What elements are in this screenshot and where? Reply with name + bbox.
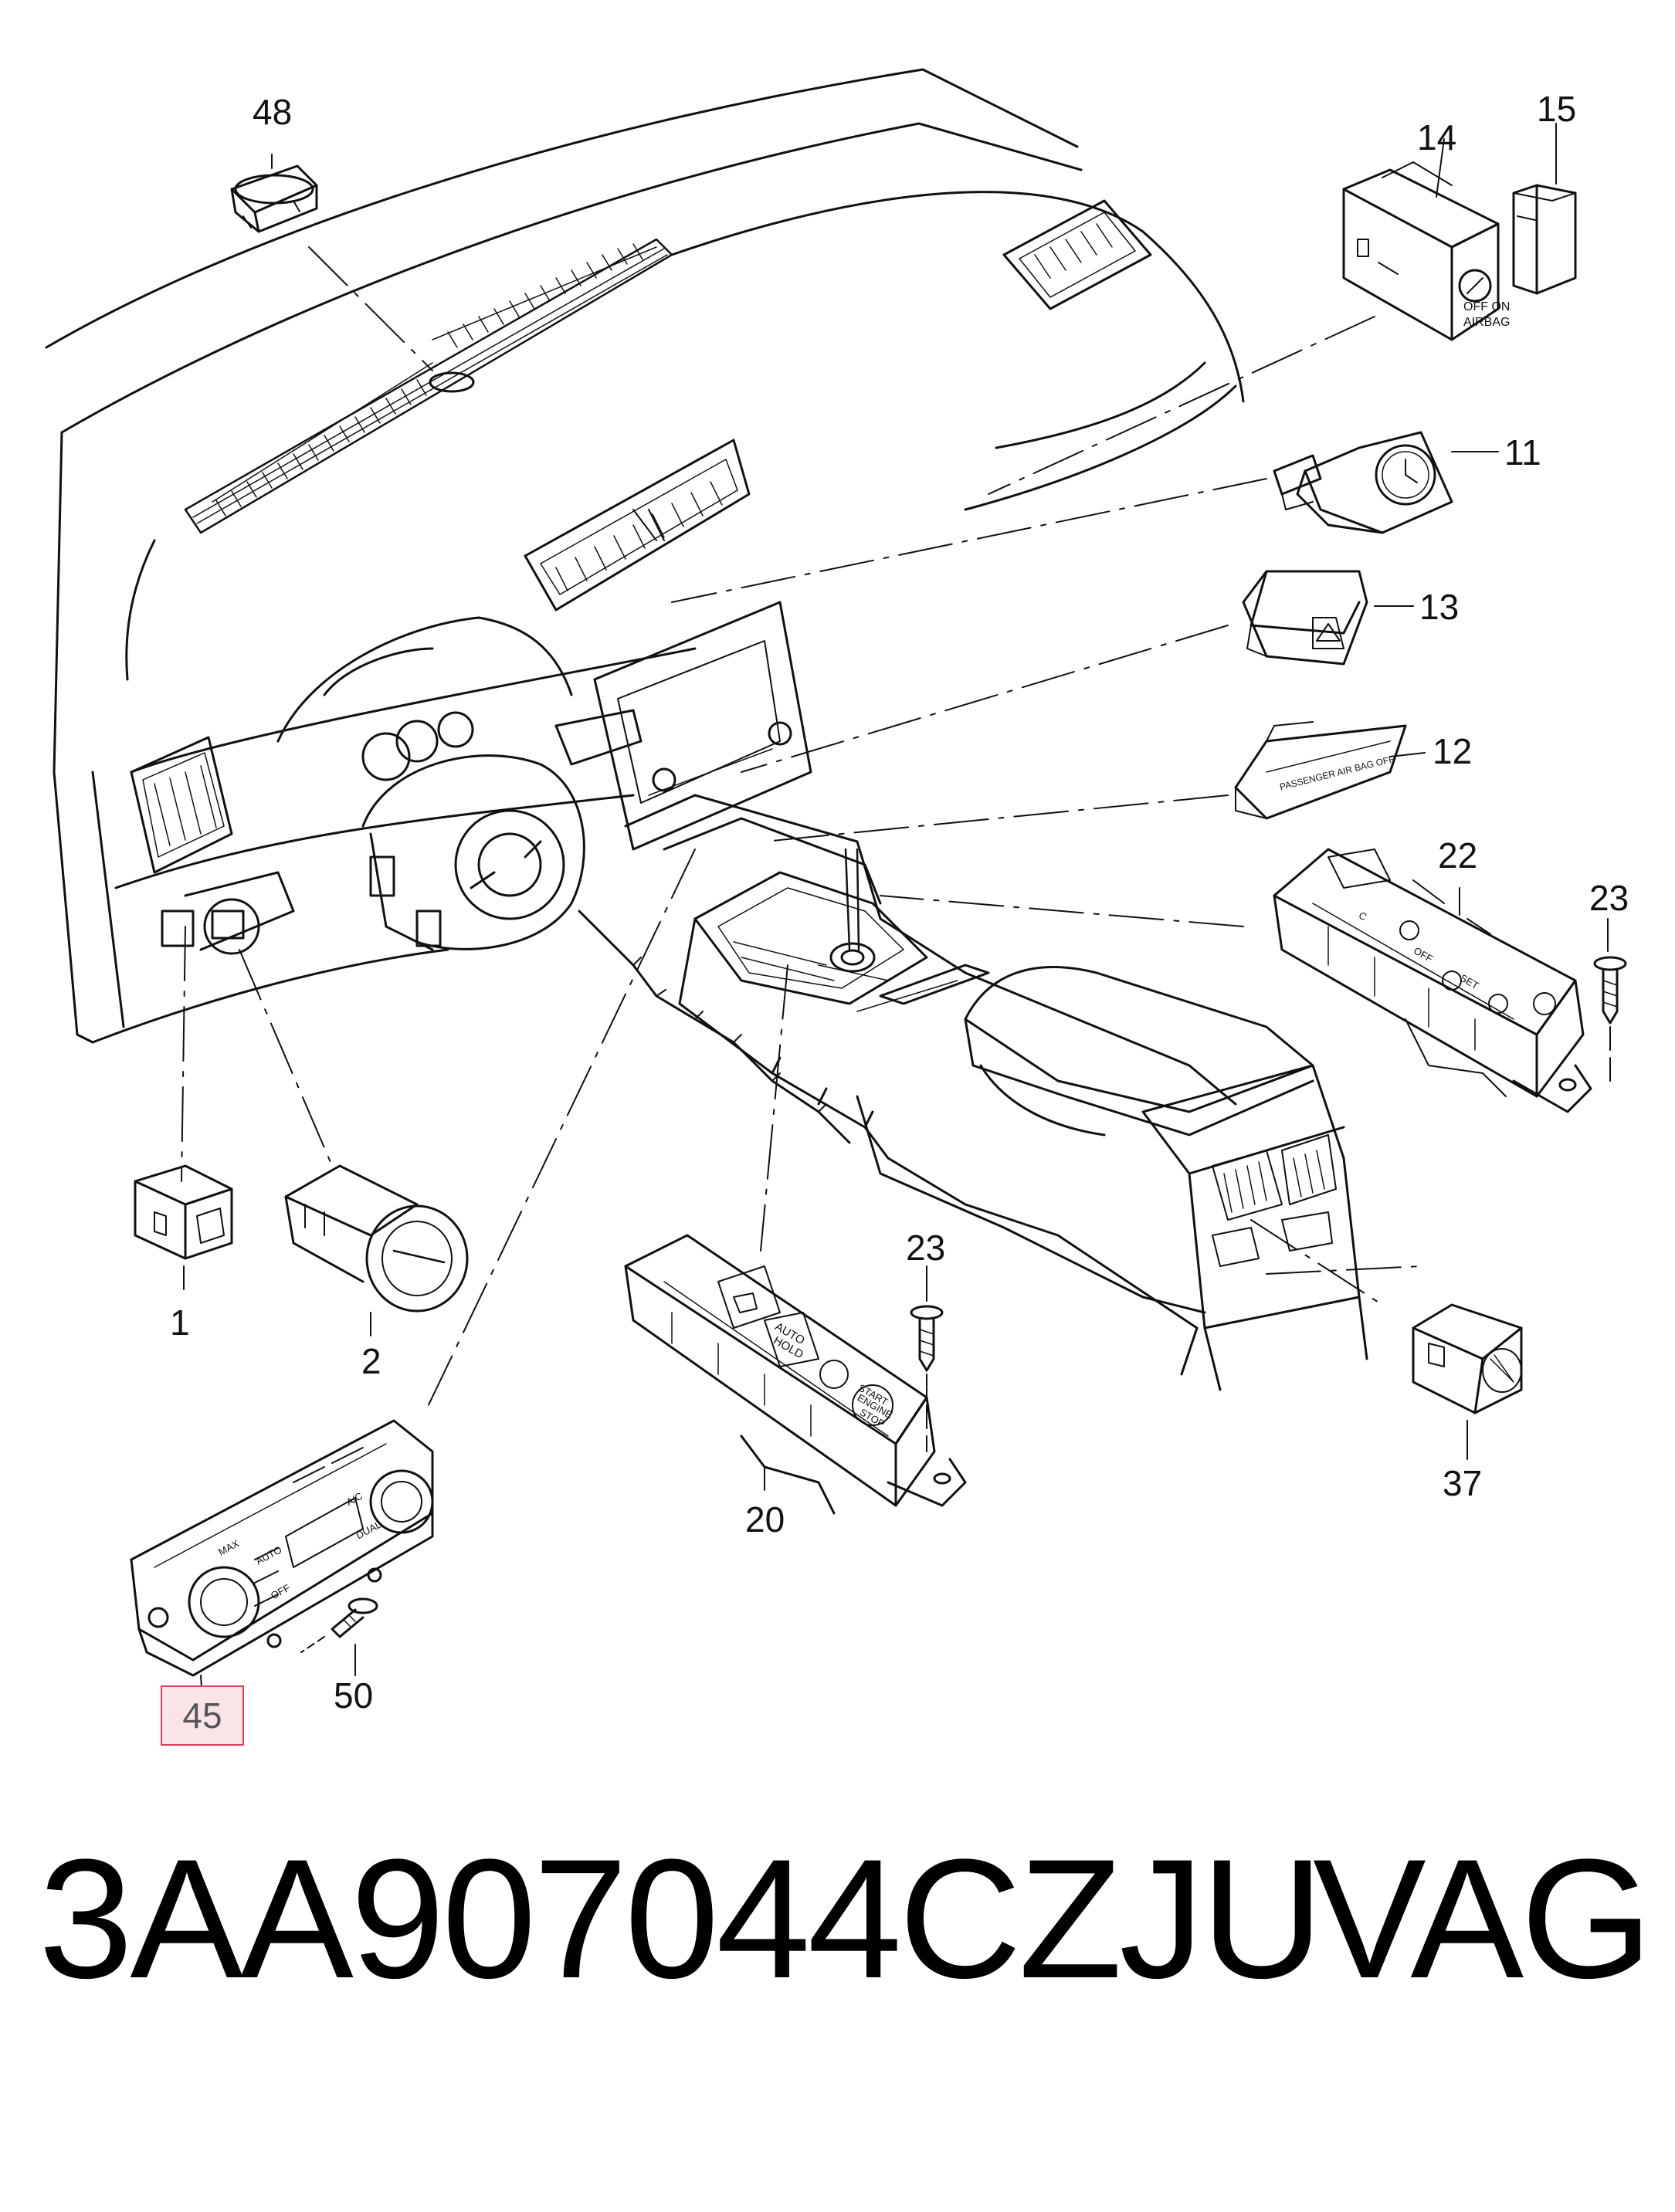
callout-2[interactable]: 2 [361, 1341, 381, 1381]
part-14-airbag-switch [1342, 138, 1500, 341]
part-45-climate-control [130, 1419, 434, 1699]
part-15-blank-cover [1512, 123, 1577, 295]
callout-50[interactable]: 50 [334, 1675, 374, 1716]
part-23-screw-right [1593, 918, 1627, 1082]
callout-12[interactable]: 12 [1433, 731, 1473, 771]
callout-14[interactable]: 14 [1417, 117, 1457, 158]
callout-23-center[interactable]: 23 [906, 1228, 946, 1268]
callout-22[interactable]: 22 [1438, 835, 1478, 876]
airbag-switch-label-2: AIRBAG [1463, 316, 1511, 329]
leader-lines [181, 246, 1422, 1414]
part-37-rear-switch [1412, 1303, 1523, 1460]
callout-45-highlighted[interactable]: 45 [161, 1685, 244, 1746]
part-20-console-switch-panel [624, 1234, 967, 1515]
callout-11[interactable]: 11 [1504, 432, 1541, 473]
callout-13[interactable]: 13 [1419, 587, 1460, 627]
part-1-small-switch [134, 1164, 233, 1290]
part-48-switch [230, 154, 318, 233]
callout-1[interactable]: 1 [170, 1302, 190, 1343]
part-23-screw-center [910, 1265, 944, 1452]
center-console [624, 794, 1368, 1391]
part-11-analog-clock [1273, 431, 1499, 534]
part-13-hazard-switch [1242, 570, 1414, 666]
part-12-airbag-indicator [1234, 721, 1426, 820]
callout-48[interactable]: 48 [253, 92, 293, 132]
part-2-light-switch [284, 1164, 469, 1336]
brand-caption: VAG [1313, 1824, 1653, 2014]
callout-37[interactable]: 37 [1443, 1463, 1483, 1503]
part-number-caption: 3AA907044CZJU [39, 1824, 1324, 2014]
callout-20[interactable]: 20 [745, 1499, 785, 1540]
callout-23-right[interactable]: 23 [1589, 878, 1629, 918]
airbag-switch-label-1: OFF ON [1463, 300, 1511, 313]
part-22-switch-panel [1273, 848, 1592, 1113]
part-50-screw [300, 1597, 378, 1676]
callout-15[interactable]: 15 [1537, 89, 1577, 129]
defroster-grille [192, 243, 668, 524]
dashboard-outline [45, 68, 1245, 1144]
